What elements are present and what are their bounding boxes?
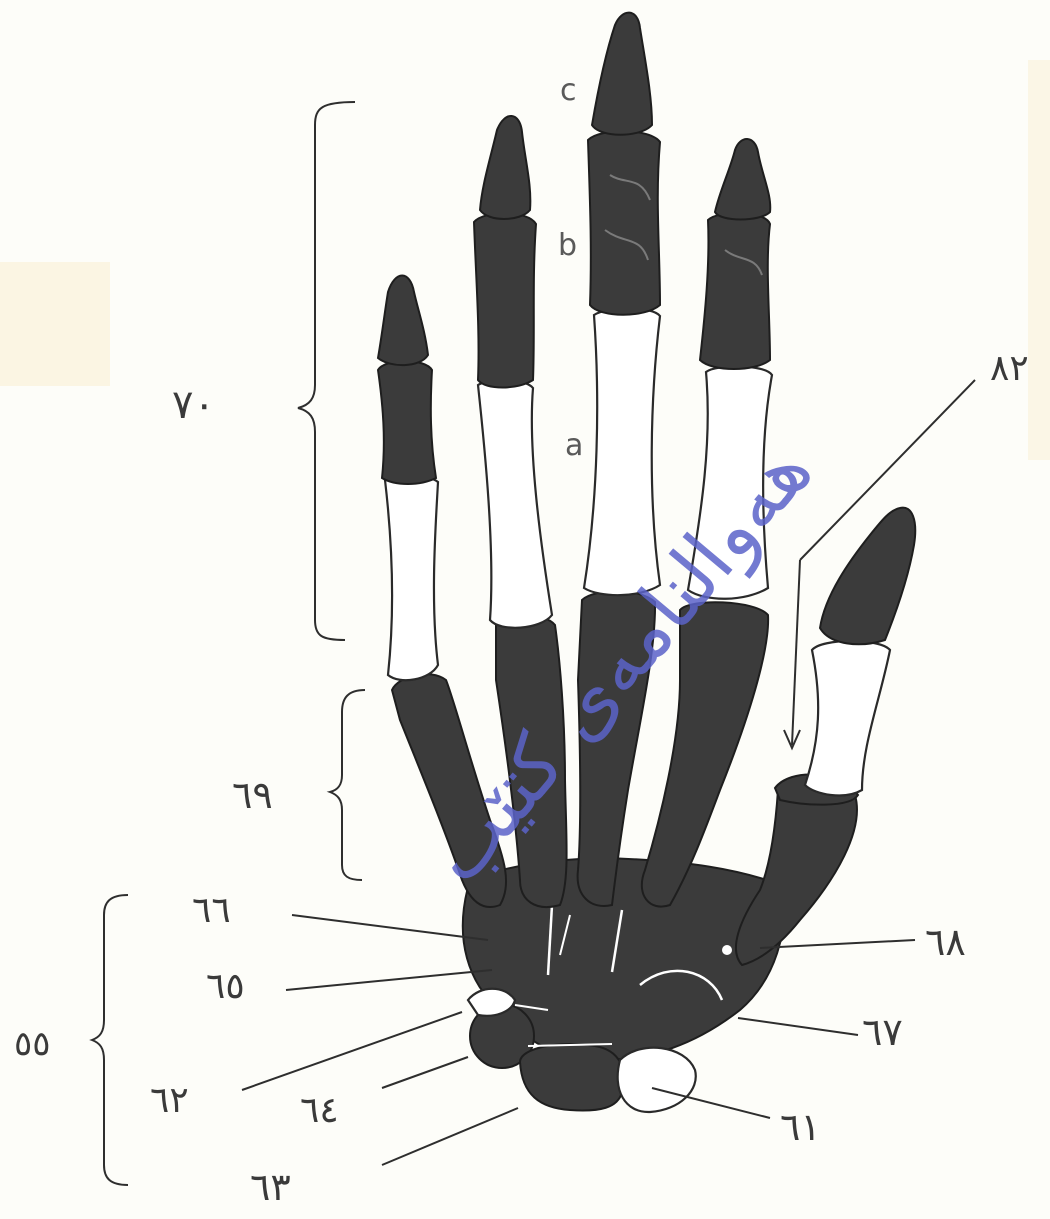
label-64: ٦٤ — [300, 1090, 339, 1131]
label-61: ٦١ — [780, 1105, 821, 1149]
letter-c: c — [560, 73, 577, 108]
label-65: ٦٥ — [206, 966, 245, 1007]
label-63: ٦٣ — [250, 1165, 291, 1209]
label-82: ٨٢ — [990, 348, 1029, 389]
label-67: ٦٧ — [862, 1010, 903, 1054]
label-62: ٦٢ — [150, 1080, 189, 1121]
label-metacarpals: ٦٩ — [232, 773, 273, 817]
letter-b: b — [558, 228, 577, 263]
paper-stain-right — [1028, 60, 1050, 460]
paper-stain — [0, 262, 110, 386]
label-66: ٦٦ — [192, 890, 231, 931]
label-carpals: ٥٥ — [14, 1024, 51, 1064]
label-phalanges: ٧٠ — [172, 382, 215, 428]
letter-a: a — [565, 428, 583, 463]
label-68: ٦٨ — [925, 920, 966, 964]
